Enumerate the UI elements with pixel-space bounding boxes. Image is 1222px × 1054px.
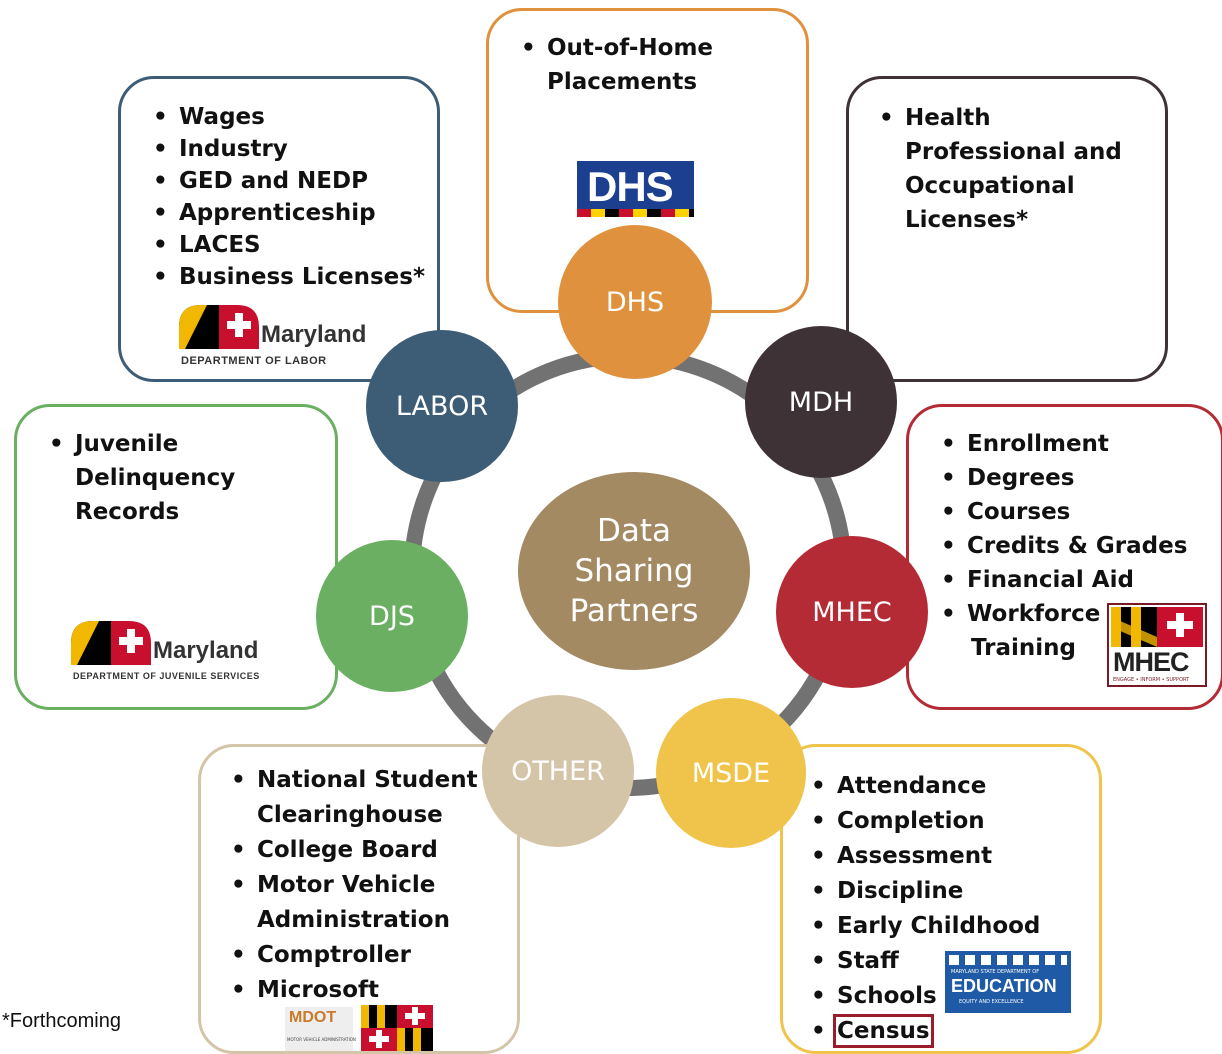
djs-info-box: Juvenile Delinquency Records Maryland DE… xyxy=(14,404,338,710)
footnote: *Forthcoming xyxy=(2,1010,121,1032)
dhs-logo: DHS xyxy=(577,161,694,217)
mva-logo: MDOT MOTOR VEHICLE ADMINISTRATION xyxy=(285,1007,356,1051)
list-item: Attendance xyxy=(809,769,1040,804)
list-item: Financial Aid xyxy=(939,563,1187,597)
list-item: Enrollment xyxy=(939,427,1187,461)
node-mdh: MDH xyxy=(745,326,897,478)
mdh-items: Health Professional and Occupational Lic… xyxy=(877,101,1122,237)
list-item: Census xyxy=(809,1014,1040,1049)
list-item: LACES xyxy=(151,229,425,261)
list-item: Courses xyxy=(939,495,1187,529)
maryland-flag-icon xyxy=(361,1005,433,1051)
list-item: Health Professional and Occupational Lic… xyxy=(877,101,1122,237)
list-item: Degrees xyxy=(939,461,1187,495)
list-item: College Board xyxy=(229,833,478,868)
node-dhs: DHS xyxy=(558,225,712,379)
node-labor: LABOR xyxy=(366,330,518,482)
list-item: Completion xyxy=(809,804,1040,839)
list-item: Assessment xyxy=(809,839,1040,874)
list-item: Apprenticeship xyxy=(151,197,425,229)
list-item: Industry xyxy=(151,133,425,165)
msde-logo: MARYLAND STATE DEPARTMENT OF EDUCATION E… xyxy=(945,951,1071,1013)
list-item: Juvenile Delinquency Records xyxy=(47,427,235,529)
msde-items: Attendance Completion Assessment Discipl… xyxy=(809,769,1040,1049)
census-highlight: Census xyxy=(833,1014,934,1048)
labor-info-box: Wages Industry GED and NEDP Apprenticesh… xyxy=(118,76,440,382)
labor-items: Wages Industry GED and NEDP Apprenticesh… xyxy=(151,101,425,293)
list-item: Schools xyxy=(809,979,1040,1014)
msde-info-box: Attendance Completion Assessment Discipl… xyxy=(780,744,1102,1054)
list-item: Early Childhood xyxy=(809,909,1040,944)
maryland-flag-icon xyxy=(71,621,151,665)
list-item: Discipline xyxy=(809,874,1040,909)
maryland-labor-logo: Maryland DEPARTMENT OF LABOR xyxy=(179,305,379,371)
mdh-info-box: Health Professional and Occupational Lic… xyxy=(846,76,1168,382)
list-item: Microsoft xyxy=(229,973,478,1008)
list-item: Business Licenses* xyxy=(151,261,425,293)
mhec-logo: MHEC ENGAGE • INFORM • SUPPORT xyxy=(1107,603,1207,687)
mhec-info-box: Enrollment Degrees Courses Credits & Gra… xyxy=(906,404,1222,710)
maryland-flag-icon xyxy=(179,305,259,349)
list-item: Comptroller xyxy=(229,938,478,973)
node-other: OTHER xyxy=(482,695,634,847)
node-mhec: MHEC xyxy=(776,536,928,688)
mhec-items: Enrollment Degrees Courses Credits & Gra… xyxy=(939,427,1187,665)
node-djs: DJS xyxy=(316,540,468,692)
node-msde: MSDE xyxy=(656,698,806,848)
list-item: Wages xyxy=(151,101,425,133)
center-title: Data Sharing Partners xyxy=(518,472,750,670)
djs-items: Juvenile Delinquency Records xyxy=(47,427,235,529)
list-item: GED and NEDP xyxy=(151,165,425,197)
maryland-flag-icon xyxy=(1111,607,1203,647)
maryland-djs-logo: Maryland DEPARTMENT OF JUVENILE SERVICES xyxy=(71,621,301,687)
list-item: Staff xyxy=(809,944,1040,979)
list-item: Credits & Grades xyxy=(939,529,1187,563)
